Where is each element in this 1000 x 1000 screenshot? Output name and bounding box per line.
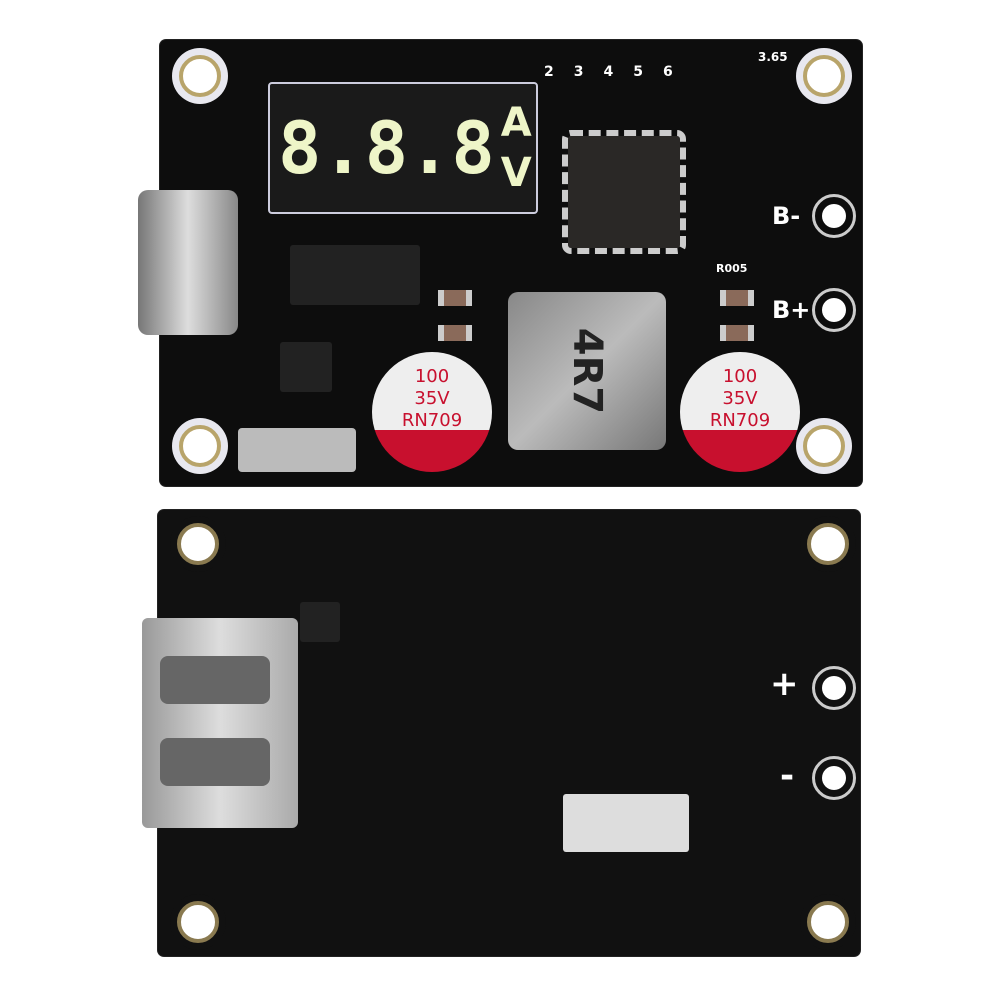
usb-a-port [142,618,298,828]
plus-label: + [770,664,799,704]
smd-capacitor [438,325,472,341]
capacitor-model: RN709 [401,410,463,431]
top-pcb-board: 8.8.8 A V 2 3 4 5 6 3.65 B- B+ R005 4R7 … [138,40,862,486]
b-plus-terminal [812,288,856,332]
mounting-hole [170,516,226,572]
mounting-hole [800,516,856,572]
minus-label: - [780,756,795,796]
pin-labels: 2 3 4 5 6 [544,64,673,80]
smd-capacitor [720,325,754,341]
b-minus-label: B- [772,202,801,230]
smd-capacitor [438,290,472,306]
microcontroller-chip [562,130,686,254]
mosfet-chip [280,342,332,392]
unit-volts: V [500,150,532,196]
pin-label: 6 [663,64,673,80]
mounting-hole [796,418,852,474]
ic-chip [300,602,340,642]
voltage-marker: 3.65 [758,50,788,64]
mounting-hole [796,48,852,104]
unit-amps: A [500,100,532,146]
bottom-pcb-board: + - [142,510,860,956]
b-minus-terminal [812,194,856,238]
negative-terminal [812,756,856,800]
b-plus-label: B+ [772,296,811,324]
pin-label: 2 [544,64,554,80]
capacitor-model: RN709 [709,410,771,431]
electrolytic-capacitor: 100 35V RN709 [372,352,492,472]
resistor-marking: R005 [716,262,748,275]
electrolytic-capacitor: 100 35V RN709 [680,352,800,472]
capacitor-value: 100 [722,366,758,387]
slide-switch[interactable] [238,428,356,472]
seven-segment-display: 8.8.8 A V [268,82,538,214]
pin-label: 3 [573,64,584,80]
pin-label: 4 [603,64,614,80]
capacitor-voltage: 35V [722,388,758,409]
positive-terminal [812,666,856,710]
mounting-hole [172,48,228,104]
ic-chip [290,245,420,305]
solder-pad [563,794,689,852]
inductor-marking: 4R7 [564,327,610,415]
display-digits: 8.8.8 [278,106,495,190]
mounting-hole [172,418,228,474]
capacitor-voltage: 35V [414,388,450,409]
smd-capacitor [720,290,754,306]
mounting-hole [170,894,226,950]
inductor: 4R7 [508,292,666,450]
pin-label: 5 [633,64,643,80]
usb-c-port [138,190,238,335]
mounting-hole [800,894,856,950]
capacitor-value: 100 [414,366,450,387]
